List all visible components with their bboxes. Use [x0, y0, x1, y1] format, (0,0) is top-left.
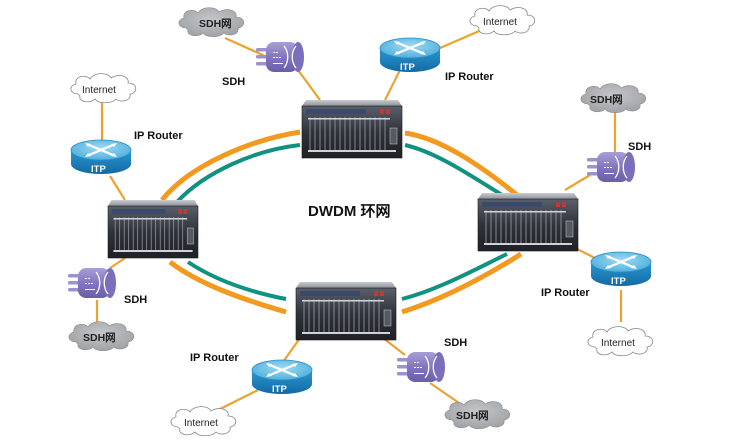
dwdm-node-top[interactable] — [301, 99, 403, 159]
router-label-bottom: IP Router — [190, 352, 239, 364]
ring-fiber-outer — [401, 251, 523, 315]
link — [384, 69, 401, 101]
dwdm-node-bottom[interactable] — [295, 281, 397, 341]
internet-cloud-top: Internet — [469, 5, 536, 36]
svg-text:Internet: Internet — [184, 418, 218, 429]
ring-fiber-outer — [404, 130, 519, 197]
link — [109, 257, 126, 269]
ring-fiber-inner — [404, 143, 504, 197]
dwdm-ring — [160, 129, 523, 315]
svg-text:ITP: ITP — [611, 276, 626, 287]
sdh-mux-top[interactable] — [255, 41, 305, 73]
sdh-cloud-right: SDH网 — [580, 83, 647, 114]
sdh-cloud-top: SDH网 — [178, 7, 245, 38]
sdh-label-left: SDH — [124, 294, 147, 306]
sdh-label-bottom: SDH — [444, 337, 467, 349]
svg-text:SDH网: SDH网 — [456, 410, 489, 422]
sdh-mux-left[interactable] — [67, 267, 117, 299]
svg-text:ITP: ITP — [272, 384, 287, 395]
link — [564, 174, 591, 191]
ring-title: DWDM 环网 — [308, 203, 391, 220]
sdh-cloud-bottom: SDH网 — [444, 399, 511, 430]
ring-fiber-outer — [168, 260, 287, 315]
internet-cloud-left: Internet — [70, 73, 137, 104]
svg-text:Internet: Internet — [483, 17, 517, 28]
svg-text:SDH网: SDH网 — [199, 18, 232, 30]
sdh-label-right: SDH — [628, 141, 651, 153]
link — [109, 175, 126, 201]
sdh-label-top: SDH — [222, 76, 245, 88]
svg-text:ITP: ITP — [400, 62, 415, 73]
link — [429, 382, 463, 406]
svg-text:ITP: ITP — [91, 164, 106, 175]
svg-text:SDH网: SDH网 — [590, 94, 623, 106]
link — [297, 69, 321, 101]
sdh-cloud-left: SDH网 — [68, 321, 135, 352]
sdh-mux-right[interactable] — [586, 151, 636, 183]
router-label-top: IP Router — [445, 71, 494, 83]
ring-fiber-inner — [401, 252, 508, 301]
svg-text:SDH网: SDH网 — [83, 332, 116, 344]
ring-fiber-inner — [186, 260, 287, 301]
router-left[interactable]: ITP — [69, 138, 133, 176]
link — [282, 337, 301, 363]
internet-cloud-right: Internet — [587, 326, 654, 357]
dwdm-node-right[interactable] — [477, 192, 579, 252]
ring-fiber-outer — [160, 129, 301, 202]
ring-fiber-inner — [175, 143, 301, 204]
link — [217, 389, 259, 411]
dwdm-node-left[interactable] — [107, 199, 199, 259]
sdh-mux-bottom[interactable] — [396, 351, 446, 383]
svg-text:Internet: Internet — [82, 85, 116, 96]
router-bottom[interactable]: ITP — [250, 358, 314, 396]
internet-cloud-bottom: Internet — [170, 406, 237, 437]
link — [574, 247, 596, 259]
router-top[interactable]: ITP — [378, 36, 442, 74]
router-right[interactable]: ITP — [589, 250, 653, 288]
svg-text:Internet: Internet — [601, 338, 635, 349]
router-label-left: IP Router — [134, 130, 183, 142]
router-label-right: IP Router — [541, 287, 590, 299]
link — [382, 337, 406, 356]
